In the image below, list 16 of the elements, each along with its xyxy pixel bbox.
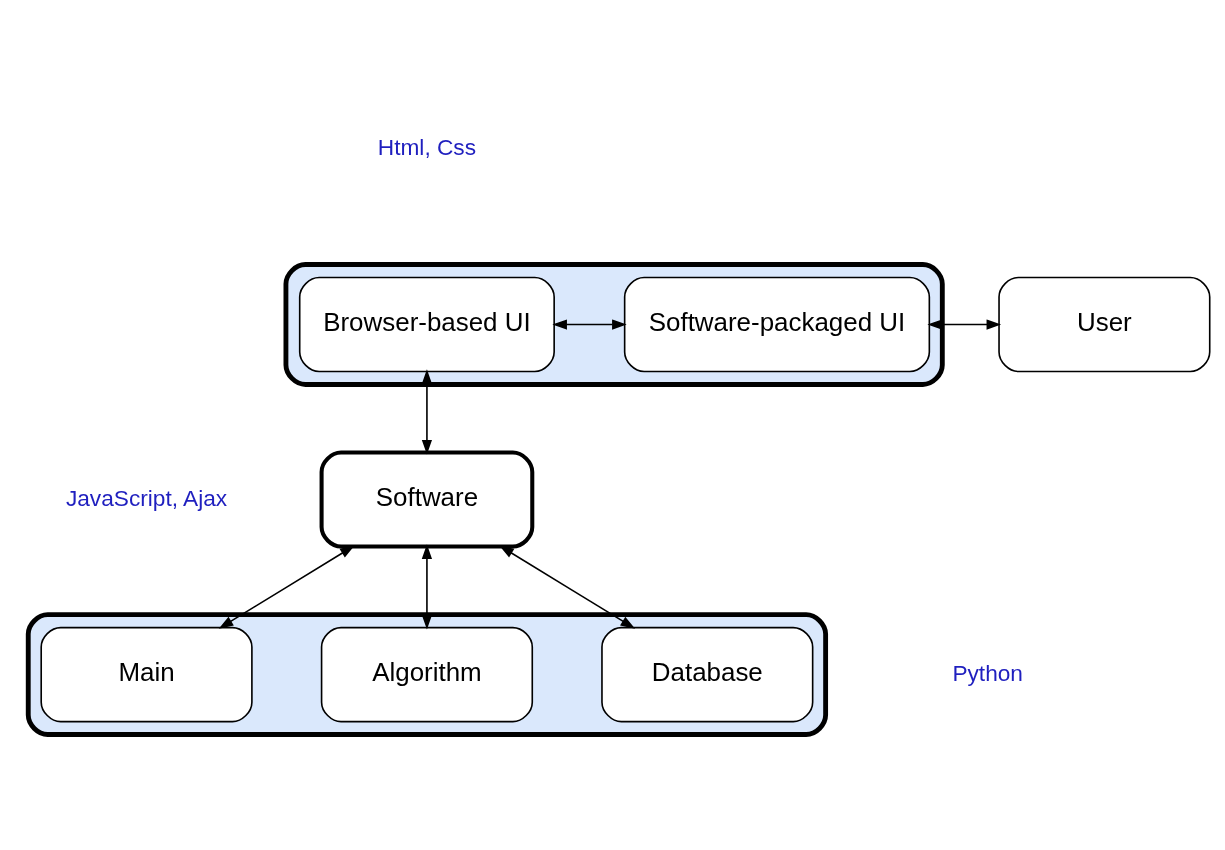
node-box: Software <box>319 450 535 549</box>
arrow <box>499 545 636 629</box>
node-box: Software-packaged UI <box>623 276 931 373</box>
arrow <box>421 369 433 455</box>
node-box: User <box>998 276 1211 373</box>
label: Html, Css <box>377 134 477 161</box>
node-box: Algorithm <box>320 626 534 723</box>
arrow <box>927 319 1002 330</box>
arrow <box>421 544 433 630</box>
arrow <box>218 545 355 629</box>
node-box: Browser-based UI <box>298 276 555 373</box>
node-box: Database <box>601 626 814 723</box>
label: Python <box>952 659 1023 686</box>
arrow <box>552 319 627 330</box>
node-box: Main <box>40 626 253 723</box>
label: JavaScript, Ajax <box>65 484 228 511</box>
